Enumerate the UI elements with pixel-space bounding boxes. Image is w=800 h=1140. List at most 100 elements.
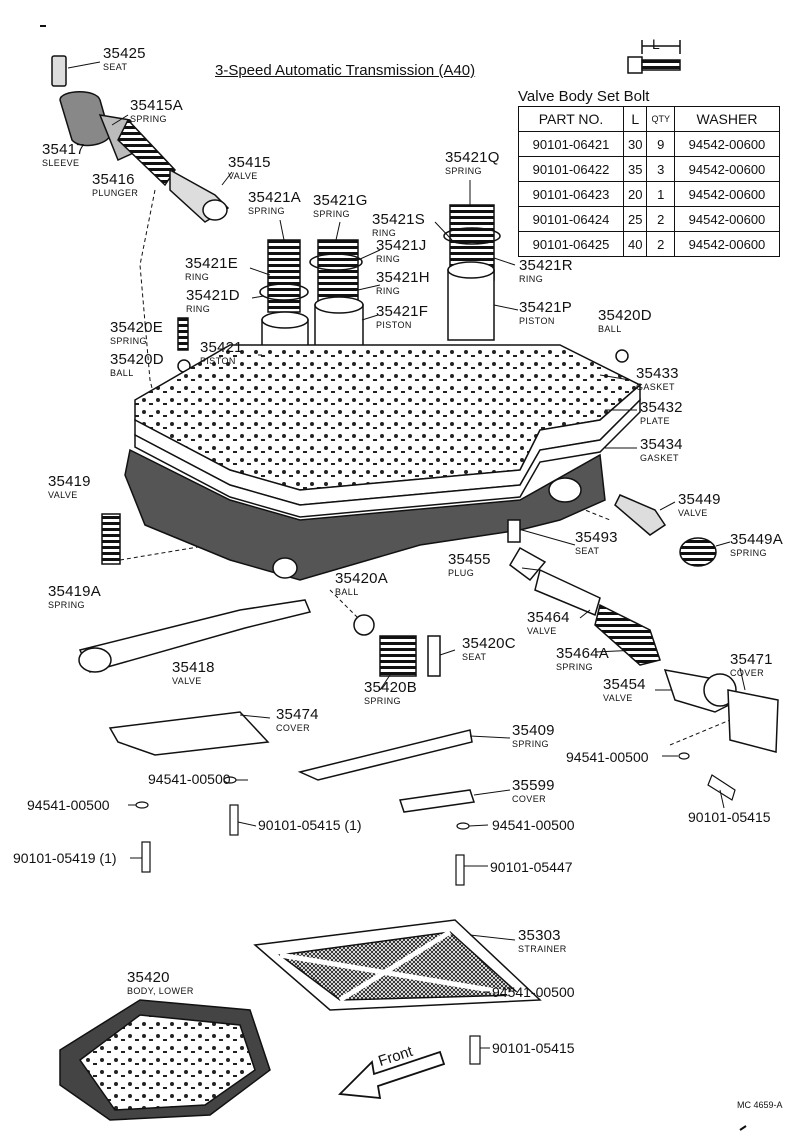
part-35420B-name: SPRING [364,696,401,706]
part-35303-name: STRAINER [518,944,567,954]
part-35420D-right-name: BALL [598,324,622,334]
part-35455-number: 35455 [448,551,491,568]
cell-qty: 2 [646,206,675,232]
corner-marks [40,25,747,1131]
cell-qty: 2 [646,231,675,257]
part-35421A-number: 35421A [248,189,301,206]
part-35425-number: 35425 [103,45,146,62]
washer-label: 94541-00500 [148,771,231,787]
part-35421P-name: PISTON [519,316,555,326]
part-35421J-name: RING [376,254,401,264]
cell-washer: 94542-00600 [673,131,780,157]
part-35421H-number: 35421H [376,269,430,286]
right-valve-parts [507,494,779,753]
bolt-label: 90101-05415 (1) [258,817,362,833]
part-35420E-number: 35420E [110,319,163,336]
cell-part-no: 90101-06422 [518,156,624,182]
part-35421Q-name: SPRING [445,166,482,176]
part-35421H-name: RING [376,286,401,296]
part-35417-name: SLEEVE [42,158,80,168]
part-35455-name: PLUG [448,568,475,578]
part-35432-name: PLATE [640,416,670,426]
part-35471-name: COVER [730,668,765,678]
table-row: 90101-06425 40 2 94542-00600 [518,231,780,257]
lower-body [59,999,271,1121]
part-35415A-number: 35415A [130,97,183,114]
cell-length: 40 [622,231,648,257]
part-35409-name: SPRING [512,739,549,749]
part-35449-name: VALVE [678,508,708,518]
callout-lines [67,61,746,1049]
part-35464A-name: SPRING [556,662,593,672]
part-35421F-number: 35421F [376,303,429,320]
part-35464A-number: 35464A [556,645,609,662]
valve-35415-assembly [51,55,230,223]
part-35420A-name: BALL [335,587,359,597]
part-35421S-number: 35421S [372,211,425,228]
cell-part-no: 90101-06423 [518,181,624,207]
part-35599-number: 35599 [512,777,555,794]
part-35419-name: VALVE [48,490,78,500]
header-qty: QTY [646,106,675,132]
cell-washer: 94542-00600 [673,156,780,182]
part-35421D-name: RING [186,304,211,314]
part-35449-number: 35449 [678,491,721,508]
washer-label: 94541-00500 [492,984,575,1000]
part-35418-name: VALVE [172,676,202,686]
part-35421Q-number: 35421Q [445,149,500,166]
bolt-length-label: L [652,36,660,52]
bolt-table-header: PART NO. L QTY WASHER [518,106,780,132]
reference-code: MC 4659-A [737,1100,783,1110]
washer-label: 94541-00500 [566,749,649,765]
cell-length: 30 [622,131,648,157]
cell-length: 35 [622,156,648,182]
part-35421A-name: SPRING [248,206,285,216]
bolt-label: 90101-05415 [688,809,771,825]
part-35493-number: 35493 [575,529,618,546]
cell-length: 20 [622,181,648,207]
part-35420D-left-number: 35420D [110,351,164,368]
part-35464-name: VALVE [527,626,557,636]
table-row: 90101-06423 20 1 94542-00600 [518,181,780,207]
part-35415-number: 35415 [228,154,271,171]
cell-qty: 3 [646,156,675,182]
table-row: 90101-06424 25 2 94542-00600 [518,206,780,232]
part-35421J-number: 35421J [376,237,427,254]
part-35432-number: 35432 [640,399,683,416]
part-35464-number: 35464 [527,609,570,626]
covers [108,711,475,813]
part-35454-name: VALVE [603,693,633,703]
part-35419A-name: SPRING [48,600,85,610]
header-washer: WASHER [673,106,780,132]
bolt-label: 90101-05415 [492,1040,575,1056]
header-part-no: PART NO. [518,106,624,132]
part-35417-number: 35417 [42,141,85,158]
table-row: 90101-06421 30 9 94542-00600 [518,131,780,157]
part-35474-name: COVER [276,723,311,733]
cell-washer: 94542-00600 [673,206,780,232]
part-35434-name: GASKET [640,453,679,463]
part-35420A-number: 35420A [335,570,388,587]
part-35416-name: PLUNGER [92,188,139,198]
valve-body-plates [134,344,642,518]
cell-part-no: 90101-06424 [518,206,624,232]
part-35599-name: COVER [512,794,547,804]
part-35433-name: GASKET [636,382,675,392]
part-35420-number: 35420 [127,969,170,986]
part-35420D-right-number: 35420D [598,307,652,324]
part-35433-number: 35433 [636,365,679,382]
part-35421F-name: PISTON [376,320,412,330]
part-35454-number: 35454 [603,676,646,693]
part-35449A-number: 35449A [730,531,783,548]
part-35420-name: BODY, LOWER [127,986,194,996]
part-35421-number: 35421 [200,339,243,356]
part-35420B-number: 35420B [364,679,417,696]
part-35421R-number: 35421R [519,257,573,274]
diagram-title: 3-Speed Automatic Transmission (A40) [215,62,476,79]
bolt-label: 90101-05419 (1) [13,850,117,866]
part-35419A-number: 35419A [48,583,101,600]
header-length: L [622,106,648,132]
part-35420C-name: SEAT [462,652,487,662]
part-35415A-name: SPRING [130,114,167,124]
